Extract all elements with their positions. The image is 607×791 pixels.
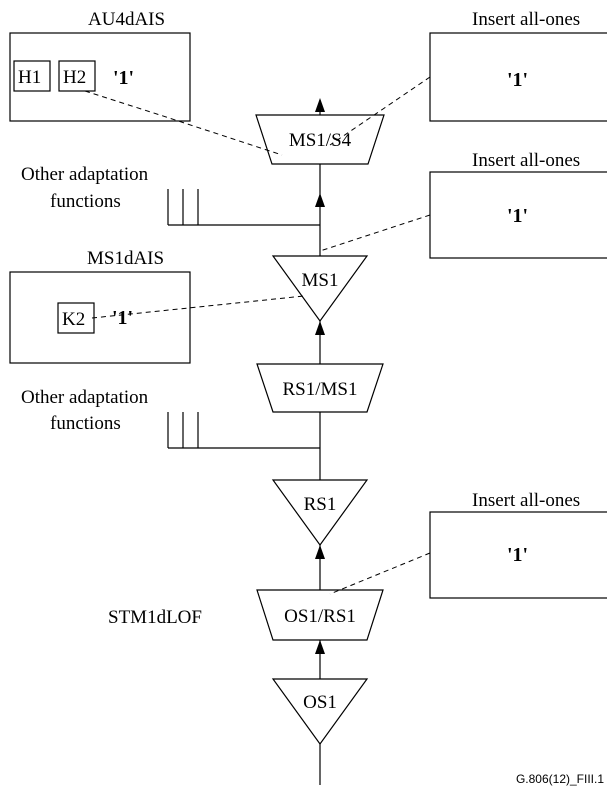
h2-byte-box bbox=[58, 60, 96, 92]
h1-byte-box bbox=[13, 60, 51, 92]
ms1dais-box bbox=[9, 271, 191, 364]
dash-insert3-to-os1rs1 bbox=[329, 552, 431, 595]
rs1-label: RS1 bbox=[304, 494, 337, 515]
os1-label: OS1 bbox=[303, 692, 337, 713]
insert-all-ones-label-2: Insert all-ones bbox=[472, 150, 580, 171]
other-adaptation-1-line1: Other adaptation bbox=[21, 164, 149, 185]
dash-h2-to-ms1s4 bbox=[84, 90, 283, 156]
os1-rs1-label: OS1/RS1 bbox=[284, 606, 356, 627]
h1-byte: H1 bbox=[18, 67, 41, 88]
insert-box-3 bbox=[429, 511, 607, 599]
insert-all-ones-label-3: Insert all-ones bbox=[472, 490, 580, 511]
insert-ones-3: '1' bbox=[507, 544, 528, 566]
other-adaptation-2-line1: Other adaptation bbox=[21, 387, 149, 408]
au4dais-label: AU4dAIS bbox=[88, 9, 165, 30]
rs1-ms1-label: RS1/MS1 bbox=[283, 379, 358, 400]
k2-byte: K2 bbox=[62, 309, 85, 330]
ms1-s4-label: MS1/S4 bbox=[289, 130, 352, 151]
ms1dais-label: MS1dAIS bbox=[87, 248, 164, 269]
ms1-block bbox=[271, 255, 369, 323]
other-adaptation-2-line2: functions bbox=[50, 413, 121, 434]
dash-insert1-to-ms1s4 bbox=[329, 76, 431, 146]
arrow-ms1s4-in bbox=[315, 193, 325, 207]
h2-byte: H2 bbox=[63, 67, 86, 88]
arrow-os1rs1-in bbox=[315, 640, 325, 654]
arrow-rs1-in bbox=[315, 545, 325, 559]
os1-rs1-block bbox=[256, 589, 384, 641]
figure-id: G.806(12)_FIII.1 bbox=[516, 772, 604, 786]
os1-block bbox=[271, 678, 369, 746]
k2-byte-box bbox=[57, 302, 95, 334]
insert-ones-2: '1' bbox=[507, 205, 528, 227]
ms1dais-ones: '1' bbox=[112, 307, 133, 329]
other-adaptation-1-line2: functions bbox=[50, 191, 121, 212]
rs1-block bbox=[271, 479, 369, 547]
arrow-ms1-in bbox=[315, 321, 325, 335]
stm1dlof-label: STM1dLOF bbox=[108, 607, 202, 628]
insert-all-ones-label-1: Insert all-ones bbox=[472, 9, 580, 30]
arrow-top bbox=[315, 98, 325, 112]
insert-box-1 bbox=[429, 32, 607, 122]
insert-ones-1: '1' bbox=[507, 69, 528, 91]
dash-insert2-to-ms1 bbox=[319, 214, 431, 252]
ms1-label: MS1 bbox=[302, 270, 339, 291]
rs1-ms1-block bbox=[256, 363, 384, 413]
insert-box-2 bbox=[429, 171, 607, 259]
ms1-s4-block bbox=[255, 114, 385, 165]
au4dais-ones: '1' bbox=[113, 67, 134, 89]
